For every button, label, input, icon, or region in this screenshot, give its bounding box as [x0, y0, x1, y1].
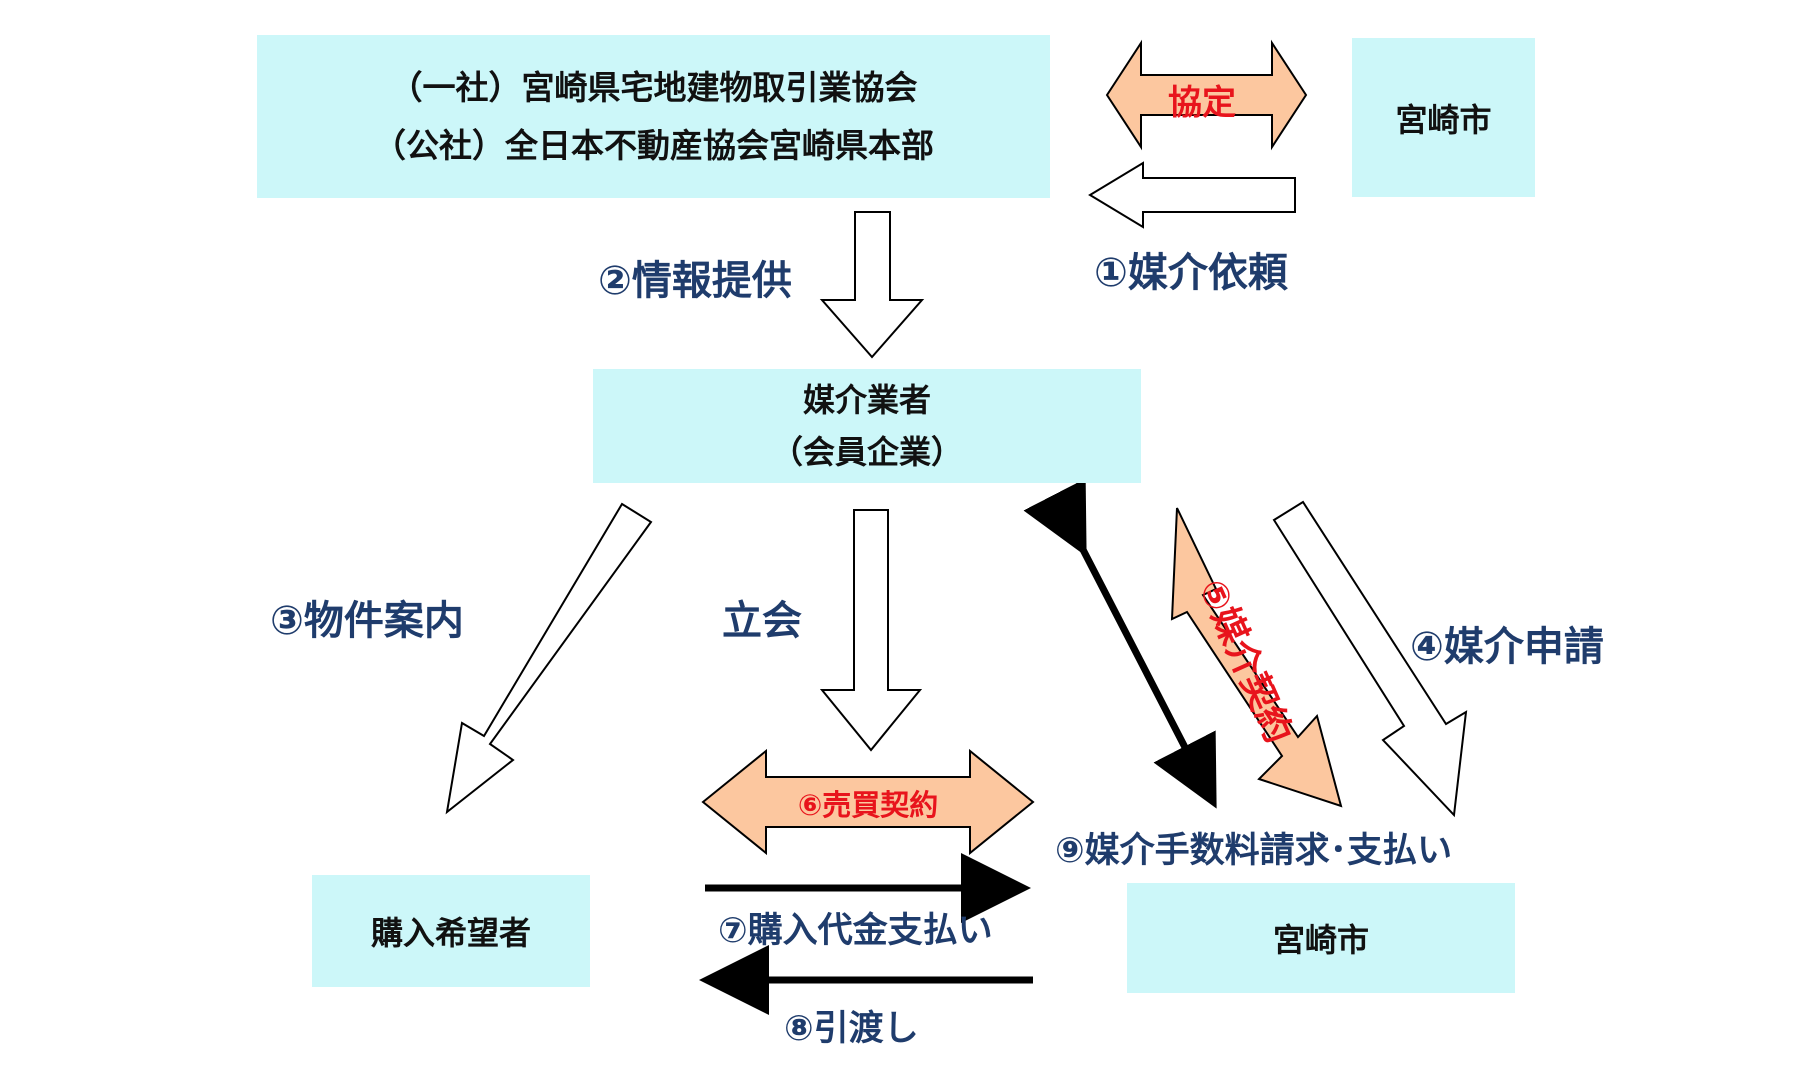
- agreement-double-arrow: [1105, 39, 1308, 151]
- mediation-application-arrow: [1272, 500, 1468, 818]
- agreement-text: 協定: [1168, 83, 1236, 123]
- fee-request-double-arrow: [1023, 478, 1217, 809]
- mediation-request-label: ①媒介依頼: [1094, 250, 1288, 296]
- mediation-contract-double-arrow: [1170, 507, 1343, 808]
- mediation-request-arrow: [1088, 161, 1296, 229]
- city-top-box: 宮崎市: [1352, 38, 1535, 197]
- fee-request-label: ⑨媒介手数料請求･支払い: [1055, 831, 1453, 871]
- city-bottom-label: 宮崎市: [1272, 921, 1369, 959]
- witness-label: 立会: [722, 598, 802, 644]
- handover-label: ⑧引渡し: [784, 1009, 919, 1049]
- property-guide-label: ③物件案内: [270, 598, 464, 644]
- association-line-2: （公社）全日本不動産協会宮崎県本部: [373, 125, 934, 165]
- info-provision-label: ②情報提供: [598, 258, 792, 304]
- buyer-label: 購入希望者: [370, 914, 531, 952]
- mediation-application-label: ④媒介申請: [1410, 624, 1604, 670]
- city-top-label: 宮崎市: [1395, 100, 1492, 139]
- purchase-payment-label: ⑦購入代金支払い: [718, 911, 993, 951]
- info-provision-arrow: [819, 211, 925, 359]
- sales-contract-text: ⑥売買契約: [797, 788, 939, 822]
- buyer-box: 購入希望者: [312, 875, 590, 987]
- witness-arrow: [819, 509, 923, 752]
- broker-line-2: （会員企業）: [770, 433, 963, 471]
- broker-box: 媒介業者 （会員企業）: [593, 369, 1141, 483]
- sales-contract-double-arrow: [701, 748, 1035, 856]
- broker-line-1: 媒介業者: [802, 381, 931, 419]
- association-line-1: （一社）宮崎県宅地建物取引業協会: [389, 67, 918, 107]
- associations-box: （一社）宮崎県宅地建物取引業協会 （公社）全日本不動産協会宮崎県本部: [257, 35, 1050, 198]
- property-guide-arrow: [445, 502, 653, 815]
- city-bottom-box: 宮崎市: [1127, 883, 1515, 993]
